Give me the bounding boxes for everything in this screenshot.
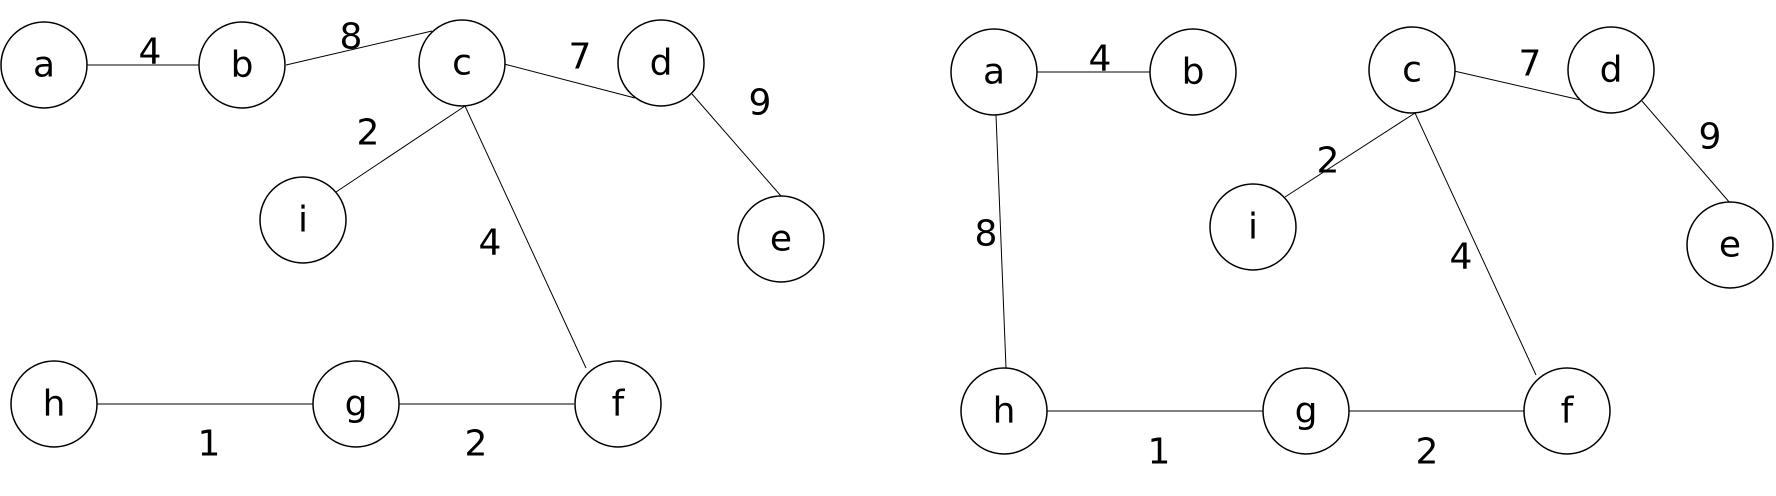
node-label-g: g <box>1295 391 1318 432</box>
node-circle-a <box>950 28 1038 116</box>
node-circle-h <box>10 360 98 448</box>
node-label-e: e <box>1719 225 1741 266</box>
node-b: b <box>198 21 286 109</box>
edge-d-e <box>691 93 782 197</box>
node-label-d: d <box>1600 50 1623 91</box>
node-circle-g <box>312 360 400 448</box>
node-circle-f <box>574 360 662 448</box>
node-e: e <box>737 195 825 283</box>
graph-left: 4 8 7 9 2 4 1 2 a b c d e i f g h <box>0 17 825 465</box>
node-h: h <box>10 360 98 448</box>
edge-weight-c-f: 4 <box>479 223 502 264</box>
edge-weight-b-c: 8 <box>340 17 363 58</box>
node-circle-g <box>1262 367 1350 455</box>
node-circle-d <box>1567 26 1655 114</box>
node-label-c: c <box>1402 50 1422 91</box>
node-label-a: a <box>983 52 1005 93</box>
node-circle-h <box>960 367 1048 455</box>
edge-weight-c-f: 4 <box>1450 237 1473 278</box>
node-g: g <box>1262 367 1350 455</box>
node-label-h: h <box>993 391 1016 432</box>
edge-weight-h-g: 1 <box>198 424 221 465</box>
node-label-b: b <box>231 45 254 86</box>
node-d: d <box>617 19 705 107</box>
node-circle-c <box>1368 26 1456 114</box>
node-i: i <box>259 176 347 264</box>
node-label-a: a <box>33 45 55 86</box>
node-i: i <box>1209 183 1297 271</box>
node-label-g: g <box>345 384 368 425</box>
node-b: b <box>1149 28 1237 116</box>
node-label-h: h <box>43 384 66 425</box>
edge-a-h <box>995 114 1007 369</box>
node-g: g <box>312 360 400 448</box>
edge-weight-c-d: 7 <box>569 37 592 78</box>
node-label-d: d <box>650 43 673 84</box>
node-label-b: b <box>1182 52 1205 93</box>
edge-c-f <box>464 105 587 369</box>
edge-b-c <box>285 30 433 66</box>
edge-weight-d-e: 9 <box>749 83 772 124</box>
node-d: d <box>1567 26 1655 114</box>
node-circle-d <box>617 19 705 107</box>
node-circle-e <box>1686 201 1774 289</box>
edge-weight-g-f: 2 <box>1416 432 1439 473</box>
edge-d-e <box>1641 100 1731 204</box>
edge-c-i <box>1284 112 1416 198</box>
node-circle-f <box>1523 367 1611 455</box>
node-f: f <box>574 360 662 448</box>
node-c: c <box>1368 26 1456 114</box>
edge-weight-c-d: 7 <box>1519 44 1542 85</box>
node-label-i: i <box>1248 207 1258 248</box>
edge-weight-h-g: 1 <box>1148 432 1171 473</box>
node-label-c: c <box>452 43 472 84</box>
edge-weight-a-b: 4 <box>139 32 162 73</box>
node-c: c <box>418 19 506 107</box>
node-label-e: e <box>770 219 792 260</box>
node-a: a <box>0 21 88 109</box>
graph-right: 4 8 7 9 2 4 1 2 a b c d e i f g h <box>950 26 1774 473</box>
edge-weight-g-f: 2 <box>465 424 488 465</box>
node-circle-a <box>0 21 88 109</box>
node-circle-i <box>259 176 347 264</box>
edge-c-d <box>503 63 636 99</box>
edge-weight-a-h: 8 <box>975 214 998 255</box>
node-f: f <box>1523 367 1611 455</box>
node-h: h <box>960 367 1048 455</box>
edge-weight-a-b: 4 <box>1089 39 1112 80</box>
node-circle-e <box>737 195 825 283</box>
edge-c-i <box>335 105 466 193</box>
node-circle-i <box>1209 183 1297 271</box>
node-a: a <box>950 28 1038 116</box>
node-label-i: i <box>298 200 308 241</box>
edge-c-f <box>1414 112 1537 376</box>
node-circle-b <box>1149 28 1237 116</box>
node-circle-c <box>418 19 506 107</box>
edge-c-d <box>1453 70 1586 102</box>
node-circle-b <box>198 21 286 109</box>
node-label-f: f <box>612 384 626 425</box>
edge-weight-c-i: 2 <box>1317 141 1340 182</box>
node-e: e <box>1686 201 1774 289</box>
node-label-f: f <box>1561 391 1575 432</box>
edge-weight-c-i: 2 <box>357 113 380 154</box>
edge-weight-d-e: 9 <box>1699 117 1722 158</box>
